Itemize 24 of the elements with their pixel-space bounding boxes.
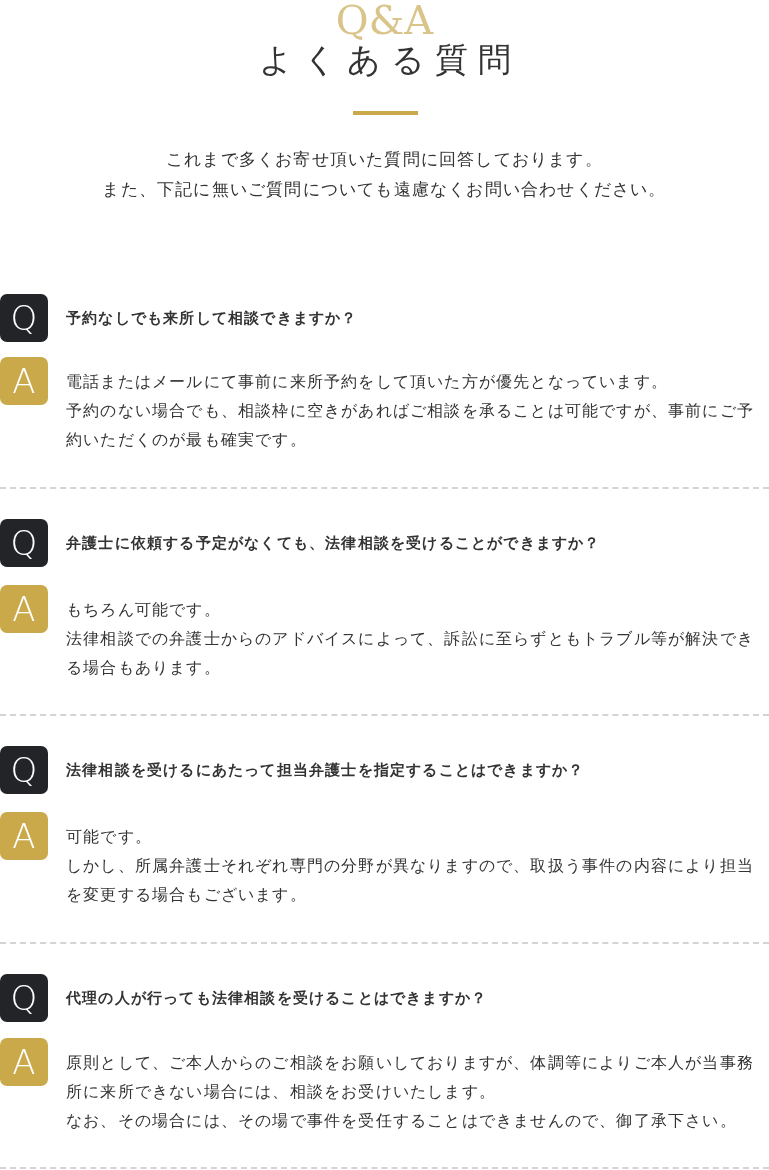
answer-badge: A	[0, 1038, 48, 1086]
answer-text: 法律相談での弁護士からのアドバイスによって、訴訟に至らずともトラブル等が解決できる場合もあります。	[66, 628, 755, 679]
page-title: よくある質問	[257, 40, 522, 81]
question-text: 代理の人が行っても法律相談を受けることはできますか？	[66, 989, 489, 1008]
answer-text: 電話またはメールにて事前に来所予約をして頂いた方が優先となっています。	[66, 371, 669, 393]
question-text: 弁護士に依頼する予定がなくても、法律相談を受けることができますか？	[66, 534, 602, 553]
answer-badge: A	[0, 357, 48, 405]
question-badge: Q	[0, 294, 48, 342]
intro-text: これまで多くお寄せ頂いた質問に回答しております。	[165, 149, 604, 171]
answer-text: もちろん可能です。	[66, 599, 222, 621]
question-text: 法律相談を受けるにあたって担当弁護士を指定することはできますか？	[66, 761, 586, 780]
answer-badge: A	[0, 812, 48, 860]
answer-text: 原則として、ご本人からのご相談をお願いしておりますが、体調等によりご本人が当事務所に来所できない場合には、相談をお受けいたします。	[66, 1052, 755, 1103]
question-badge: Q	[0, 746, 48, 794]
intro-text: また、下記に無いご質問についても遠慮なくお問い合わせください。	[101, 179, 668, 201]
decorative-heading: Q&A	[334, 0, 435, 40]
answer-text: なお、その場合には、その場で事件を受任することはできませんので、御了承下さい。	[66, 1110, 738, 1132]
answer-badge: A	[0, 585, 48, 633]
question-text: 予約なしでも来所して相談できますか？	[66, 309, 359, 328]
answer-text: 可能です。	[66, 826, 153, 848]
question-badge: Q	[0, 974, 48, 1022]
question-badge: Q	[0, 519, 48, 567]
answer-text: しかし、所属弁護士それぞれ専門の分野が異なりますので、取扱う事件の内容により担当を変更する場合もございます。	[66, 855, 755, 906]
answer-text: 予約のない場合でも、相談枠に空きがあればご相談を承ることは可能ですが、事前にご予約いただくのが最も確実です。	[66, 400, 755, 451]
